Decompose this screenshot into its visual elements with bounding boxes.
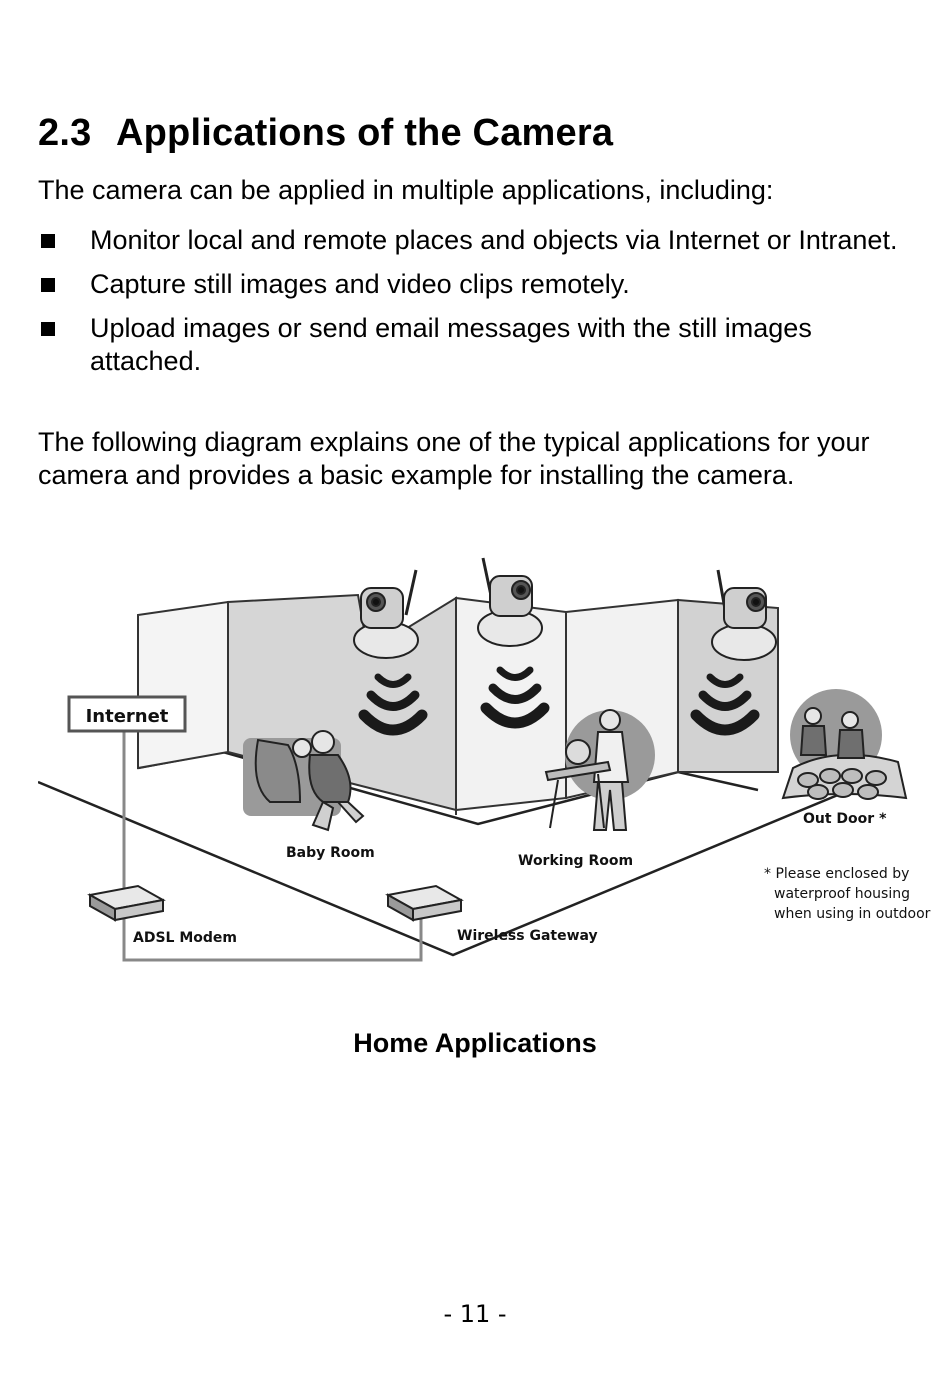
outro-paragraph: The following diagram explains one of th…: [38, 427, 870, 490]
section-title: Applications of the Camera: [116, 112, 614, 154]
section-number: 2.3: [38, 112, 92, 154]
wireless-wave-icon: [690, 673, 760, 736]
baby-room-illustration: [243, 730, 365, 832]
page-number: - 11 -: [443, 1300, 507, 1328]
note-line: * Please enclosed by: [764, 866, 909, 882]
section-heading: 2.3 Applications of the Camera: [38, 112, 613, 155]
internet-box: Internet: [67, 695, 187, 733]
list-item-text: Monitor local and remote places and obje…: [90, 225, 898, 255]
ip-camera-icon: [477, 557, 543, 647]
ip-camera-icon: [353, 569, 419, 659]
home-applications-diagram: Internet Baby Room Working Room Out Door…: [38, 557, 931, 962]
list-item-text: Upload images or send email messages wit…: [90, 313, 812, 376]
ip-camera-icon: [711, 569, 777, 661]
baby-room-label: Baby Room: [286, 845, 375, 861]
square-bullet-icon: [41, 322, 55, 336]
list-item-text: Capture still images and video clips rem…: [90, 269, 630, 299]
working-room-illustration: [544, 709, 655, 831]
network-cable: [122, 732, 423, 962]
outdoor-note: * Please enclosed by waterproof housing …: [764, 866, 931, 922]
square-bullet-icon: [41, 234, 55, 248]
adsl-modem-icon: [87, 884, 166, 922]
working-room-label: Working Room: [518, 853, 633, 869]
intro-paragraph: The camera can be applied in multiple ap…: [38, 175, 774, 205]
outdoor-illustration: [781, 689, 908, 800]
wireless-gateway-label: Wireless Gateway: [457, 928, 598, 944]
list-item: Upload images or send email messages wit…: [38, 312, 918, 378]
note-line: when using in outdoor: [774, 906, 931, 922]
internet-label: Internet: [86, 706, 169, 727]
adsl-modem-label: ADSL Modem: [133, 930, 237, 946]
square-bullet-icon: [41, 278, 55, 292]
wireless-gateway-icon: [385, 884, 464, 922]
wireless-wave-icon: [358, 673, 428, 736]
application-list: Monitor local and remote places and obje…: [38, 224, 918, 389]
figure-caption: Home Applications: [353, 1028, 597, 1058]
list-item: Capture still images and video clips rem…: [38, 268, 918, 301]
out-door-label: Out Door *: [803, 811, 887, 827]
room-walls: [137, 593, 779, 815]
list-item: Monitor local and remote places and obje…: [38, 224, 918, 257]
note-line: waterproof housing: [774, 886, 910, 902]
wireless-wave-icon: [480, 666, 550, 729]
